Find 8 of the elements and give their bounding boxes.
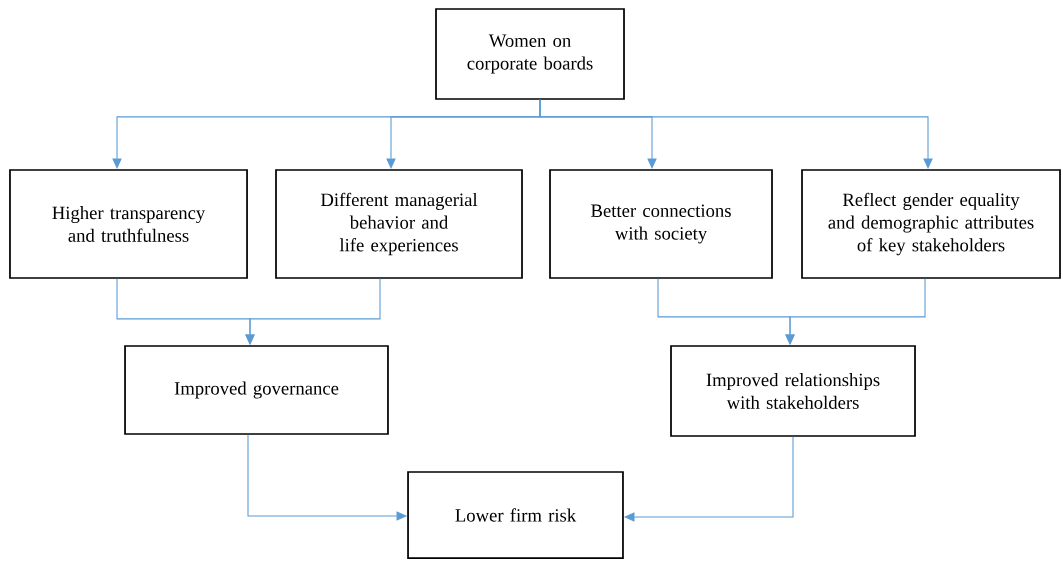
process-box: Improved governance	[124, 345, 389, 435]
process-box: Women on corporate boards	[435, 8, 625, 100]
process-box: Improved relationships with stakeholders	[670, 345, 916, 437]
process-box: Higher transparency and truthfulness	[9, 169, 248, 279]
process-box: Different managerial behavior and life experiences	[275, 169, 523, 279]
process-box: Better connections with society	[549, 169, 773, 279]
process-box: Lower firm risk	[407, 471, 624, 559]
process-box: Reflect gender equality and demographic attributes of key stakeholders	[801, 169, 1061, 279]
